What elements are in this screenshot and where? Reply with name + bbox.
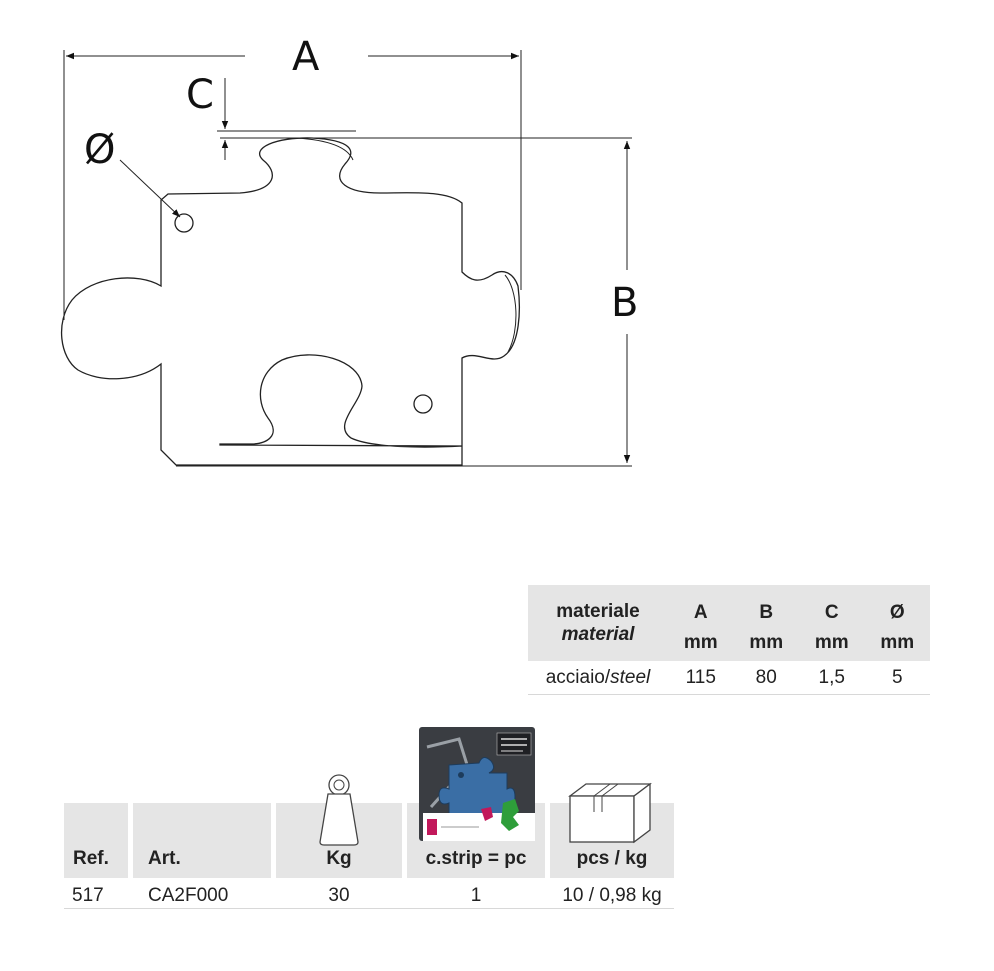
col-b-header: B	[733, 585, 799, 624]
col-c-header: C	[799, 585, 865, 624]
dim-c-label: C	[186, 72, 214, 118]
table-row: acciaio/steel 115 80 1,5 5	[528, 661, 930, 695]
hole-top	[174, 213, 194, 233]
kg-value: 30	[328, 885, 350, 906]
technical-drawing: A B C Ø	[60, 34, 638, 467]
art-value: CA2F000	[148, 885, 229, 906]
value-b: 80	[733, 661, 799, 695]
spec-table: materiale material A B C Ø mm mm mm mm a…	[528, 585, 930, 695]
art-header-band	[133, 803, 271, 878]
box-icon	[568, 782, 652, 844]
top-tab-edge	[295, 137, 354, 161]
unit-b: mm	[733, 624, 799, 661]
ref-header: Ref.	[73, 848, 109, 869]
pcs-value: 10 / 0,98 kg	[562, 885, 662, 906]
pcs-header: pcs / kg	[576, 848, 648, 869]
unit-c: mm	[799, 624, 865, 661]
dim-diameter-label: Ø	[84, 127, 115, 173]
order-row-divider	[64, 908, 674, 909]
value-diameter: 5	[864, 661, 930, 695]
col-a-header: A	[668, 585, 734, 624]
ref-header-band	[64, 803, 128, 878]
strip-header: c.strip = pc	[425, 848, 527, 869]
kg-header: Kg	[326, 848, 352, 869]
dim-a-label: A	[292, 34, 320, 80]
material-cell: acciaio/steel	[528, 661, 668, 695]
packaging-photo-icon	[419, 727, 535, 841]
value-c: 1,5	[799, 661, 865, 695]
strip-value: 1	[470, 885, 482, 906]
ref-value: 517	[72, 885, 104, 906]
col-diameter-header: Ø	[864, 585, 930, 624]
unit-diameter: mm	[864, 624, 930, 661]
dim-b-label: B	[611, 280, 638, 326]
art-header: Art.	[148, 848, 181, 869]
dim-diameter-leader	[119, 159, 181, 218]
right-tab-edge	[504, 274, 517, 353]
weight-icon	[319, 774, 359, 846]
hole-bottom	[413, 394, 433, 414]
puzzle-piece-outline	[60, 137, 520, 466]
material-header: materiale material	[528, 585, 668, 661]
unit-a: mm	[668, 624, 734, 661]
value-a: 115	[668, 661, 734, 695]
